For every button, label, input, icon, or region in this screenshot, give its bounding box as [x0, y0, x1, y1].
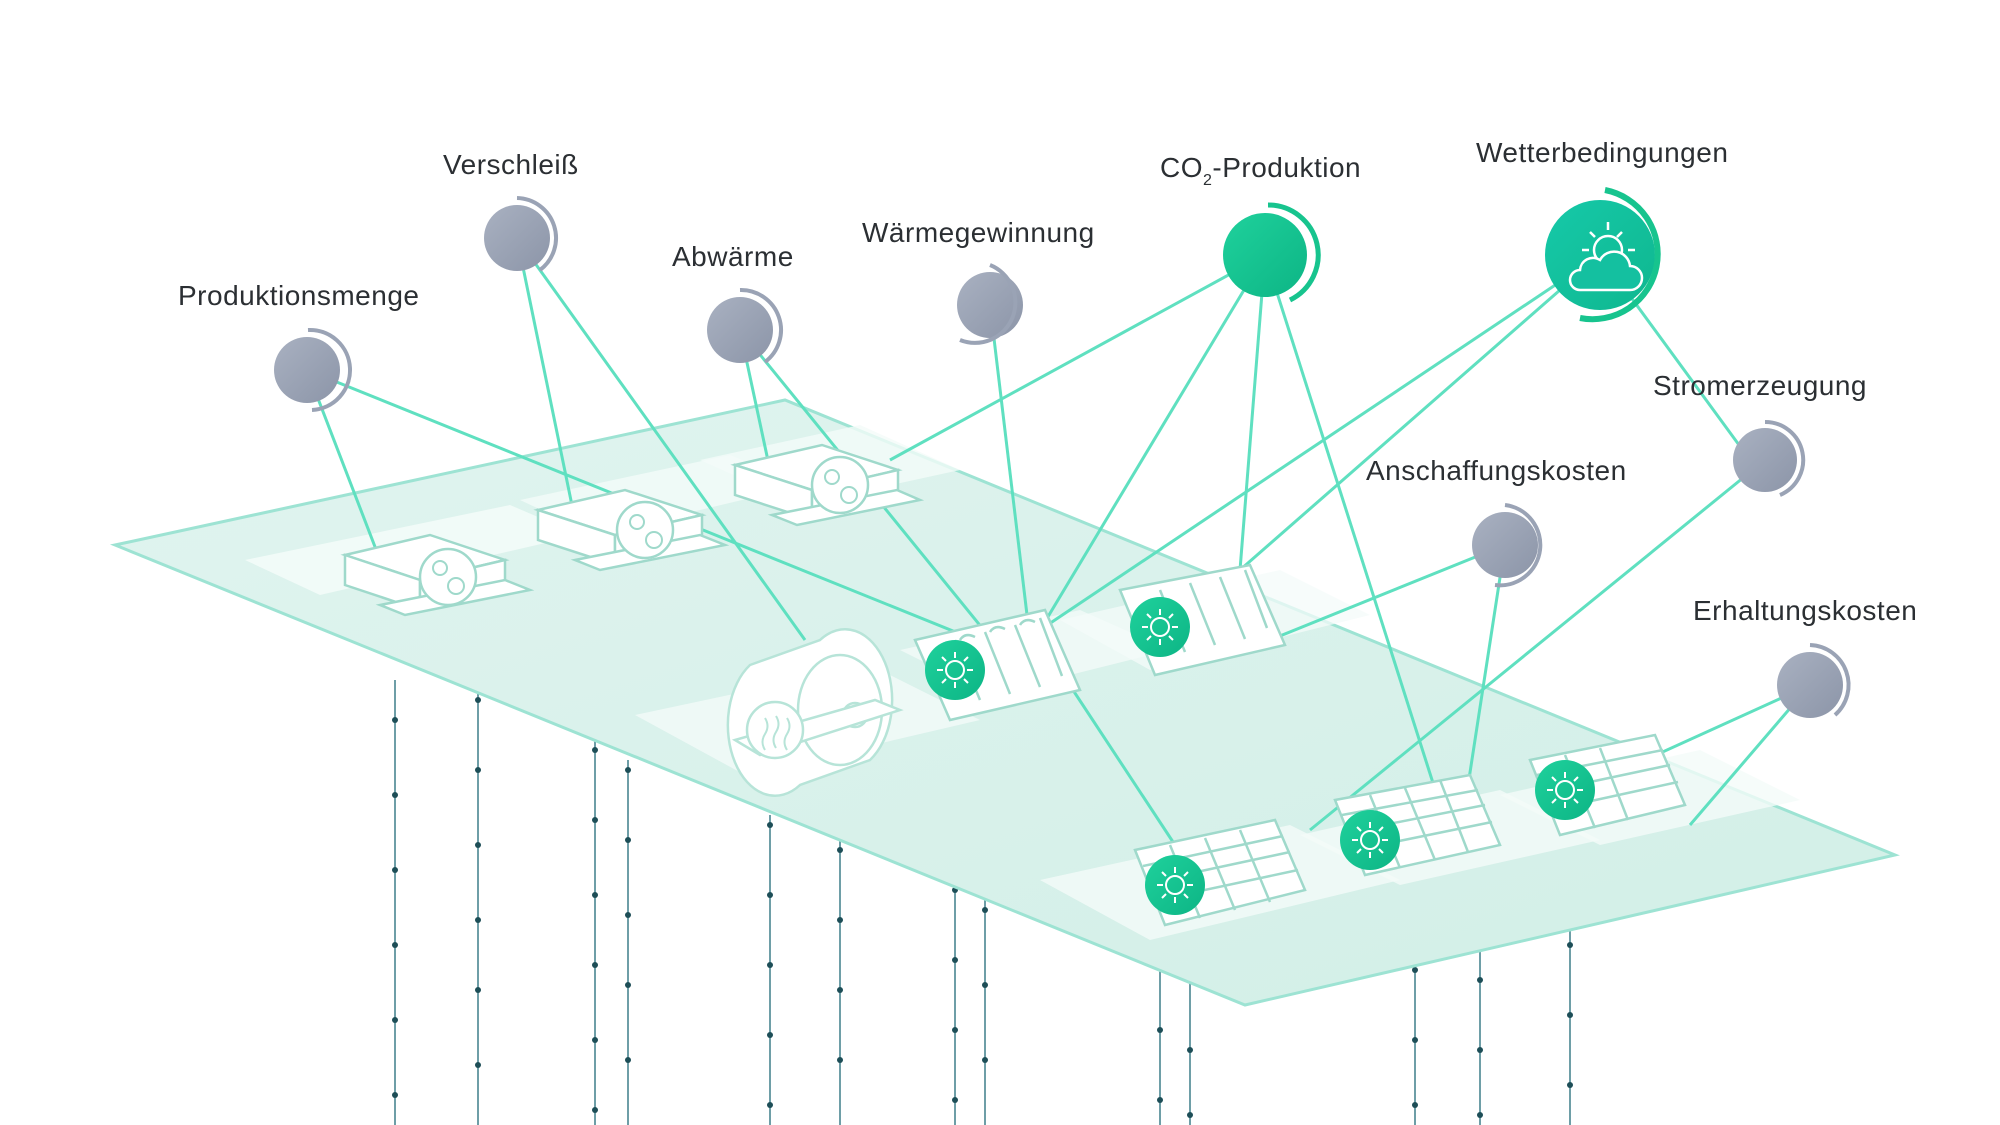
- label-co2-produktion: CO2-Produktion: [1160, 152, 1361, 189]
- co2-suffix: -Produktion: [1212, 152, 1361, 183]
- label-erhaltungskosten: Erhaltungskosten: [1693, 595, 1917, 626]
- sun-icon: [925, 640, 985, 700]
- label-wetterbedingungen: Wetterbedingungen: [1476, 137, 1728, 168]
- data-stream-lines: [394, 680, 1571, 1125]
- label-waermegewinnung: Wärmegewinnung: [862, 217, 1095, 248]
- heat-waves-icon: [761, 715, 791, 751]
- node-verschleiss[interactable]: [484, 196, 559, 272]
- label-stromerzeugung: Stromerzeugung: [1653, 370, 1867, 401]
- sun-cloud-icon: [1568, 222, 1644, 292]
- sun-icon: [1535, 760, 1595, 820]
- machine-unit-2: [533, 488, 730, 572]
- node-produktionsmenge[interactable]: [274, 327, 352, 412]
- gears-icon: [824, 469, 858, 504]
- machine-unit-3: [730, 443, 925, 527]
- label-abwaerme: Abwärme: [672, 241, 794, 272]
- node-waermegewinnung[interactable]: [957, 263, 1023, 345]
- gears-icon: [629, 514, 663, 549]
- co2-subscript: 2: [1203, 172, 1212, 189]
- label-produktionsmenge: Produktionsmenge: [178, 280, 419, 311]
- node-wetterbedingungen[interactable]: [1545, 187, 1661, 323]
- boiler-unit: [726, 628, 904, 797]
- node-erhaltungskosten[interactable]: [1777, 643, 1851, 718]
- gears-icon: [432, 560, 465, 595]
- label-verschleiss: Verschleiß: [443, 149, 579, 180]
- node-abwaerme[interactable]: [707, 287, 783, 364]
- sun-icon: [1340, 810, 1400, 870]
- label-anschaffungskosten: Anschaffungskosten: [1366, 455, 1627, 486]
- co2-prefix: CO: [1160, 152, 1203, 183]
- node-anschaffungskosten[interactable]: [1472, 503, 1543, 588]
- sun-icon: [1130, 597, 1190, 657]
- sun-icon: [1145, 855, 1205, 915]
- node-stromerzeugung[interactable]: [1733, 419, 1806, 497]
- node-co2-produktion[interactable]: [1223, 202, 1321, 303]
